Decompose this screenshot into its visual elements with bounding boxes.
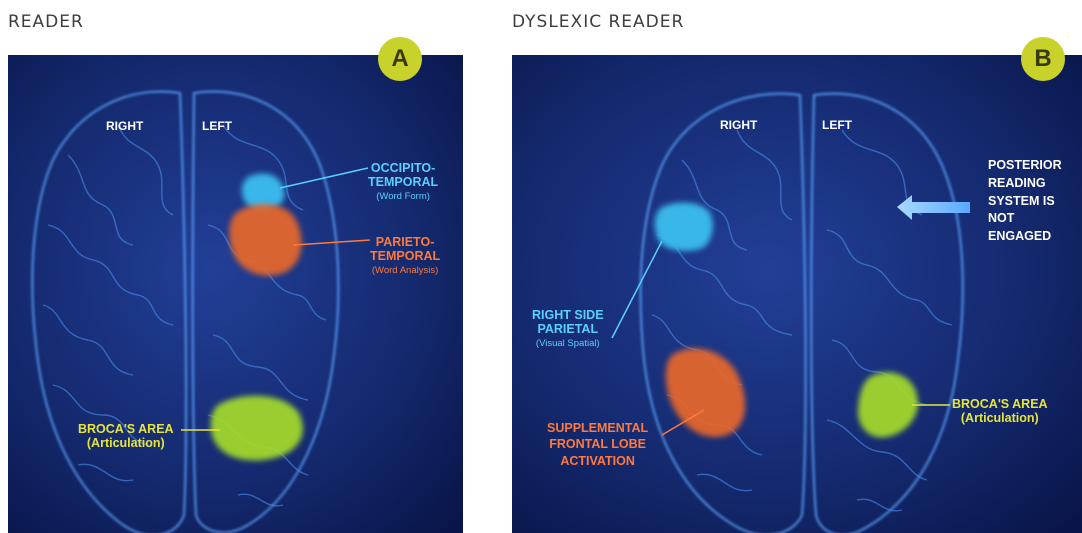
hemisphere-left-label-a: LEFT <box>202 120 232 134</box>
brain-illustration-a <box>8 55 463 533</box>
occipito-temporal-label: OCCIPITO- TEMPORAL (Word Form) <box>368 161 438 203</box>
badge-b: B <box>1021 37 1065 81</box>
hemisphere-right-label-b: RIGHT <box>720 119 757 133</box>
broca-area-label-b: BROCA'S AREA (Articulation) <box>952 397 1048 426</box>
broca-area-blob-a <box>211 396 303 461</box>
supplemental-frontal-label: SUPPLEMENTAL FRONTAL LOBE ACTIVATION <box>547 420 648 469</box>
hemisphere-left-label-b: LEFT <box>822 119 852 133</box>
right-side-parietal-label: RIGHT SIDE PARIETAL (Visual Spatial) <box>532 308 604 350</box>
broca-area-label-a: BROCA'S AREA (Articulation) <box>78 422 174 451</box>
panel-b-brain-image: RIGHT LEFT POSTERIOR READING SYSTEM IS N… <box>512 55 1082 533</box>
right-side-parietal-blob <box>655 203 713 251</box>
panel-a-title: READER <box>8 12 84 32</box>
parieto-temporal-label: PARIETO- TEMPORAL (Word Analysis) <box>370 235 440 277</box>
hemisphere-right-label-a: RIGHT <box>106 120 143 134</box>
posterior-reading-label: POSTERIOR READING SYSTEM IS NOT ENGAGED <box>988 157 1062 246</box>
panel-b-title: DYSLEXIC READER <box>512 12 684 32</box>
badge-a: A <box>378 37 422 81</box>
panel-a-brain-image: RIGHT LEFT OCCIPITO- TEMPORAL (Word Form… <box>8 55 463 533</box>
